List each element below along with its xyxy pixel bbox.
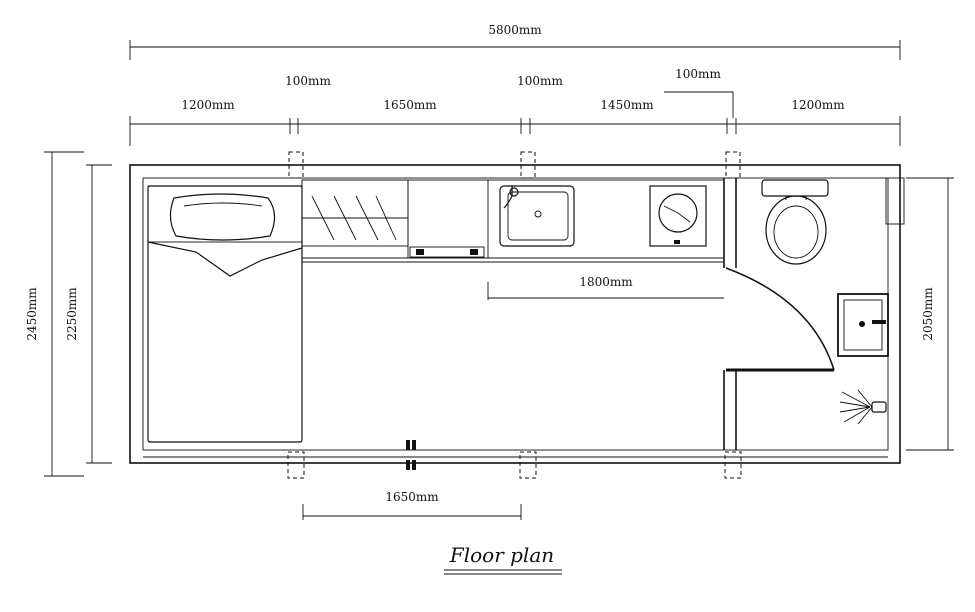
- dim-gap-middle: 100mm: [517, 74, 563, 88]
- entrance-handle: [406, 440, 416, 470]
- caption-group: Floor plan: [444, 543, 562, 575]
- dim-inner-height: 2250mm: [65, 287, 79, 341]
- window-dimension: 1650mm: [302, 490, 522, 520]
- dim-segment-1: 1200mm: [181, 98, 235, 112]
- side-dimensions: 2450mm 2250mm 2050mm: [25, 151, 954, 477]
- bed: [147, 185, 303, 443]
- kitchen-sink: [499, 185, 575, 247]
- dim-bathroom-height: 2050mm: [921, 287, 935, 341]
- counter-dimension: 1800mm: [487, 275, 724, 300]
- wardrobe: [301, 179, 409, 247]
- column-markers: [287, 151, 742, 479]
- dim-gap-right: 100mm: [675, 67, 721, 81]
- floor-plan-caption: Floor plan: [449, 543, 554, 567]
- walls: [129, 164, 905, 464]
- washing-machine: [649, 185, 707, 247]
- dim-window-width: 1650mm: [385, 490, 439, 504]
- shower-head: [839, 389, 887, 425]
- wash-basin: [837, 293, 889, 357]
- dim-counter-length: 1800mm: [579, 275, 633, 289]
- kitchen-counter: [301, 179, 725, 263]
- dim-outer-height: 2450mm: [25, 287, 39, 341]
- toilet: [761, 179, 829, 265]
- bathroom-door: [725, 267, 835, 372]
- dim-segment-2: 1650mm: [383, 98, 437, 112]
- dim-total-width: 5800mm: [488, 23, 542, 37]
- dim-segment-3: 1450mm: [600, 98, 654, 112]
- dim-segment-4: 1200mm: [791, 98, 845, 112]
- top-dimensions: 5800mm 1200mm 100mm 1650mm 100mm 1450mm …: [129, 23, 901, 146]
- dim-gap-left: 100mm: [285, 74, 331, 88]
